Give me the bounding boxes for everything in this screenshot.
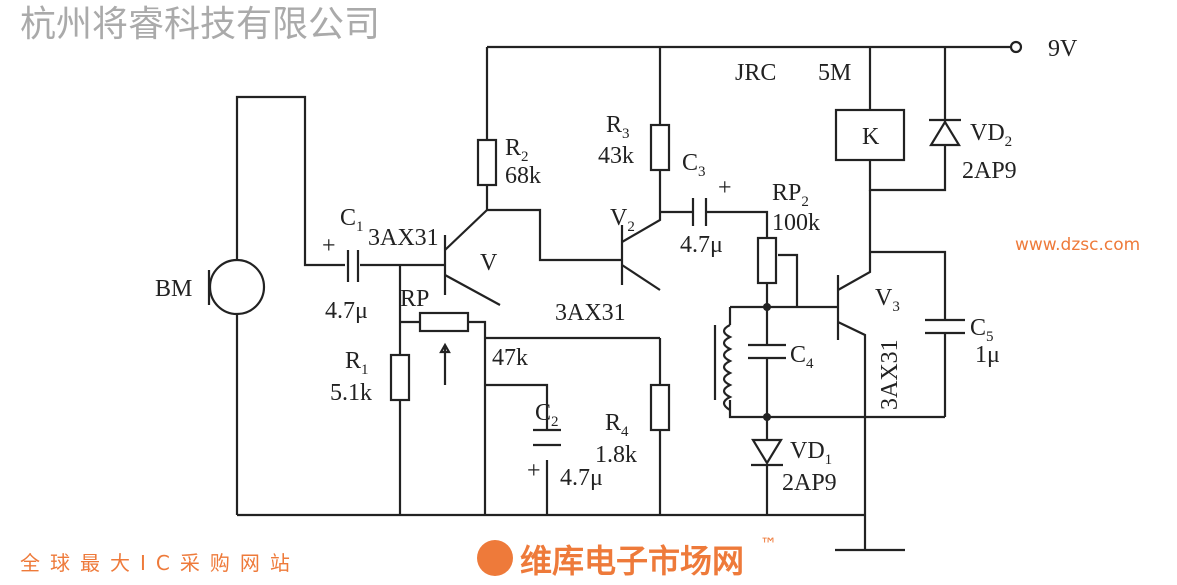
watermark-tm: ™ xyxy=(760,535,777,555)
relay-coil-label: K xyxy=(862,124,880,150)
label-r1-value: 5.1k xyxy=(330,380,372,406)
svg-text:VD1: VD1 xyxy=(790,438,832,468)
watermark-url: www.dzsc.com xyxy=(1015,235,1140,255)
label-vd2: VD xyxy=(970,120,1005,146)
resistor-r3 xyxy=(649,123,671,172)
label-vd1-sub: 1 xyxy=(825,452,833,468)
label-r3: R xyxy=(606,112,622,138)
svg-text:R1: R1 xyxy=(345,348,369,378)
resistor-r2 xyxy=(476,138,498,187)
label-r2: R xyxy=(505,135,521,161)
label-r2-value: 68k xyxy=(505,163,541,189)
relay-model: JRC xyxy=(735,60,776,86)
label-r4-sub: 4 xyxy=(621,424,629,440)
svg-text:VD2: VD2 xyxy=(970,120,1012,150)
label-r3-sub: 3 xyxy=(622,126,630,142)
label-c2-pol: + xyxy=(527,458,541,484)
label-r1: R xyxy=(345,348,361,374)
capacitor-c1 xyxy=(346,250,360,282)
label-v3-type: 3AX31 xyxy=(877,339,903,410)
label-c1-pol: + xyxy=(322,233,336,259)
label-rp2-sub: 2 xyxy=(801,194,809,210)
label-c1-value: 4.7μ xyxy=(325,298,368,324)
label-r4-value: 1.8k xyxy=(595,442,637,468)
label-c3-pol: + xyxy=(718,175,732,201)
label-c4-sub: 4 xyxy=(806,356,814,372)
supply-voltage: 9V xyxy=(1048,36,1078,62)
watermark-logo-icon xyxy=(477,540,513,576)
label-rp2-value: 100k xyxy=(772,210,820,236)
label-vd2-type: 2AP9 xyxy=(962,158,1017,184)
potentiometer-rp2 xyxy=(756,236,778,285)
label-r2-sub: 2 xyxy=(521,149,529,165)
capacitor-c3 xyxy=(691,198,708,226)
label-v3: V xyxy=(875,285,893,311)
label-r4: R xyxy=(605,410,621,436)
capacitor-c4 xyxy=(748,343,786,360)
inductor xyxy=(722,324,733,411)
labels: 9V JRC 5M BM C1 + 4.7μ R1 5.1k R2 68k 3A… xyxy=(155,36,1078,496)
label-rp1-value: 47k xyxy=(492,345,528,371)
label-c1: C xyxy=(340,205,356,231)
label-v2-type: 3AX31 xyxy=(555,300,626,326)
watermark-brand: 维库电子市场网 xyxy=(520,542,744,580)
svg-text:R2: R2 xyxy=(505,135,529,165)
label-bm: BM xyxy=(155,276,192,302)
diode-vd2 xyxy=(929,119,961,147)
label-vd1: VD xyxy=(790,438,825,464)
label-v2: V xyxy=(610,205,628,231)
label-c2: C xyxy=(535,400,551,426)
resistor-r1 xyxy=(389,353,411,402)
svg-text:V2: V2 xyxy=(610,205,635,235)
components: K xyxy=(207,108,965,467)
label-r1-sub: 1 xyxy=(361,362,369,378)
svg-text:C4: C4 xyxy=(790,342,814,372)
label-rp2: RP xyxy=(772,180,801,206)
label-vd1-type: 2AP9 xyxy=(782,470,837,496)
label-c5-value: 1μ xyxy=(975,342,1000,368)
supply-terminal xyxy=(1009,40,1023,54)
svg-text:R3: R3 xyxy=(606,112,630,142)
label-c3: C xyxy=(682,150,698,176)
label-c3-value: 4.7μ xyxy=(680,232,723,258)
watermark-slogan: 全球最大IC采购网站 xyxy=(20,551,300,575)
label-v1-type: 3AX31 xyxy=(368,225,439,251)
watermark: 杭州将睿科技有限公司 维库电子市场网 ™ www.dzsc.com 全球最大IC… xyxy=(20,4,1140,580)
microphone-bm xyxy=(208,258,266,316)
label-v2-sub: 2 xyxy=(627,219,635,235)
relay-spec: 5M xyxy=(818,60,851,86)
svg-text:C5: C5 xyxy=(970,315,994,345)
svg-text:RP2: RP2 xyxy=(772,180,809,210)
watermark-company: 杭州将睿科技有限公司 xyxy=(20,4,380,45)
svg-text:C2: C2 xyxy=(535,400,559,430)
label-rp1: RP xyxy=(400,286,429,312)
capacitor-c2 xyxy=(533,428,561,447)
potentiometer-rp1 xyxy=(418,311,470,333)
label-c3-sub: 3 xyxy=(698,164,706,180)
wires xyxy=(235,40,1023,552)
label-c2-value: 4.7μ xyxy=(560,465,603,491)
capacitor-c5 xyxy=(925,318,965,335)
svg-text:V3: V3 xyxy=(875,285,900,315)
label-v3-sub: 3 xyxy=(892,299,900,315)
relay-coil-k xyxy=(834,108,906,162)
label-c4: C xyxy=(790,342,806,368)
resistor-r4 xyxy=(649,383,671,432)
label-c5-sub: 5 xyxy=(986,329,994,345)
label-c1-sub: 1 xyxy=(356,219,364,235)
label-vd2-sub: 2 xyxy=(1005,134,1013,150)
svg-text:R4: R4 xyxy=(605,410,629,440)
diode-vd1 xyxy=(751,438,783,466)
label-c2-sub: 2 xyxy=(551,414,559,430)
label-r3-value: 43k xyxy=(598,143,634,169)
label-c5: C xyxy=(970,315,986,341)
svg-text:C1: C1 xyxy=(340,205,364,235)
label-v1: V xyxy=(480,250,498,276)
svg-text:C3: C3 xyxy=(682,150,706,180)
transistor-v2 xyxy=(600,225,624,285)
